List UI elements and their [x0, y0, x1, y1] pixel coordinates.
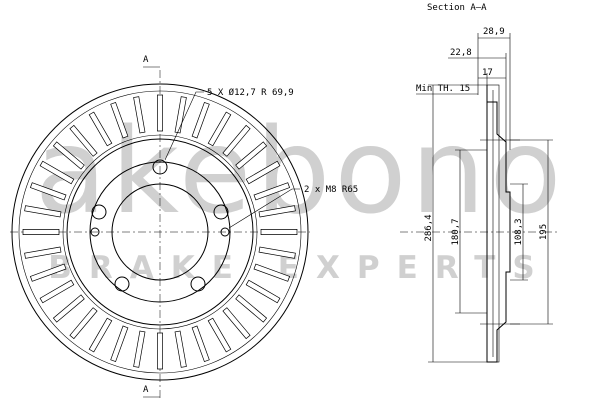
bolt-callout: 5 X Ø12,7 R 69,9 — [207, 87, 294, 98]
cooling-vent — [258, 205, 296, 218]
cooling-vent — [110, 101, 129, 139]
cooling-vent — [110, 325, 129, 363]
hub-face — [89, 161, 231, 303]
cooling-vent — [133, 330, 146, 368]
dim-width-17: 17 — [482, 68, 493, 78]
cooling-vent — [245, 279, 281, 304]
section-title: Section A–A — [427, 3, 487, 13]
center-bore — [111, 183, 209, 281]
cooling-vent — [29, 182, 67, 201]
cooling-vent — [22, 229, 60, 235]
dim-hub-108: 108,3 — [514, 218, 524, 245]
dim-height-195: 195 — [539, 224, 549, 240]
bolt-callout-leader — [164, 91, 204, 161]
cooling-vents — [22, 94, 298, 370]
threaded-holes — [90, 227, 230, 237]
disc-braking-band — [486, 84, 500, 363]
cooling-vent — [39, 160, 75, 185]
cooling-vent — [191, 101, 210, 139]
cooling-vent — [207, 111, 232, 147]
cooling-vent — [174, 96, 187, 134]
cooling-vent — [253, 263, 291, 282]
cooling-vent — [157, 94, 163, 132]
bolt-hole — [114, 276, 130, 292]
thread-callout: 2 x M8 R65 — [304, 185, 358, 195]
cooling-vent — [52, 294, 85, 323]
rotor-outer-edge — [11, 83, 309, 381]
cooling-vent — [133, 96, 146, 134]
threaded-hole — [90, 227, 100, 237]
cooling-vent — [222, 124, 251, 157]
cooling-vent — [24, 246, 62, 259]
dim-total-width: 28,9 — [483, 27, 505, 37]
dim-inner-180: 180,7 — [451, 218, 461, 245]
cooling-vent — [235, 141, 268, 170]
dim-outer-diameter: 286,4 — [424, 214, 434, 241]
section-view: Section A–A 28,9 22,8 17 Min TH. 15 286,… — [400, 3, 560, 363]
cooling-vent — [69, 124, 98, 157]
cooling-vent — [191, 325, 210, 363]
hat-edge — [66, 138, 254, 326]
cooling-vent — [88, 317, 113, 353]
dim-min-thickness: Min TH. 15 — [416, 84, 470, 94]
thread-callout-leader — [228, 188, 300, 229]
cooling-vent — [207, 317, 232, 353]
cooling-vent — [69, 307, 98, 340]
cooling-vent — [245, 160, 281, 185]
rotor-inner-ring — [62, 134, 258, 330]
cooling-vent — [235, 294, 268, 323]
cooling-vent — [222, 307, 251, 340]
cooling-vent — [174, 330, 187, 368]
bolt-hole — [152, 159, 168, 175]
bolt-holes — [91, 159, 229, 292]
cooling-vent — [39, 279, 75, 304]
akebono-watermark: akebono BRAKE EXPERTS — [34, 102, 561, 286]
section-marker-top: A — [143, 55, 149, 65]
front-view: A A 5 X Ø12,7 R 69,9 2 x M8 R65 — [10, 55, 358, 398]
bolt-hole — [91, 204, 107, 220]
cooling-vent — [253, 182, 291, 201]
cooling-vent — [24, 205, 62, 218]
cooling-vent — [52, 141, 85, 170]
cooling-vent — [258, 246, 296, 259]
rotor-outer-ring — [18, 90, 302, 374]
cooling-vent — [88, 111, 113, 147]
bolt-hole — [213, 204, 229, 220]
cooling-vent — [260, 229, 298, 235]
threaded-hole — [220, 227, 230, 237]
section-marker-bottom: A — [143, 385, 149, 395]
cooling-vent — [29, 263, 67, 282]
cooling-vent — [157, 332, 163, 370]
dim-width-22: 22,8 — [450, 48, 472, 58]
bolt-hole — [190, 276, 206, 292]
